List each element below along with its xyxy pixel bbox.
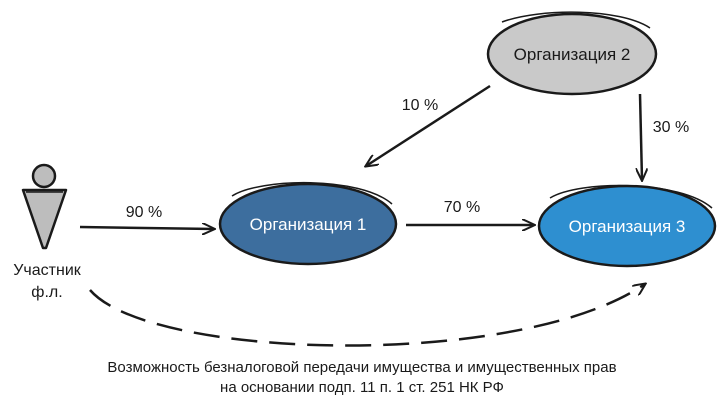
org2-node: Организация 2 (486, 11, 658, 96)
edge-label-10: 10 % (402, 97, 438, 114)
edge-org1-org3: 70 % (406, 199, 534, 225)
caption-line1: Возможность безналоговой передачи имущес… (107, 359, 616, 376)
person-icon (21, 163, 68, 250)
edge-label-90: 90 % (126, 204, 162, 221)
arrow-participant-org1 (79, 227, 214, 229)
org1-node: Организация 1 (218, 182, 398, 266)
dashed-arrow-participant-org3 (89, 284, 645, 347)
org1-label: Организация 1 (250, 215, 367, 234)
org3-label: Организация 3 (569, 217, 686, 236)
caption-line2: на основании подп. 11 п. 1 ст. 251 НК РФ (220, 379, 504, 396)
org3-node: Организация 3 (537, 184, 717, 268)
edge-org2-org3: 30 % (640, 93, 689, 180)
arrow-org2-org3 (640, 93, 642, 180)
edge-label-70: 70 % (444, 199, 480, 216)
arrow-org2-org1 (366, 84, 491, 166)
participant-label-line2: ф.л. (31, 284, 62, 301)
edge-org2-org1: 10 % (366, 84, 491, 166)
edge-participant-org1: 90 % (79, 204, 214, 229)
org2-label: Организация 2 (514, 45, 631, 64)
participant-label-line1: Участник (13, 262, 82, 279)
edge-participant-org3-dashed (89, 284, 645, 347)
edge-label-30: 30 % (653, 119, 689, 136)
